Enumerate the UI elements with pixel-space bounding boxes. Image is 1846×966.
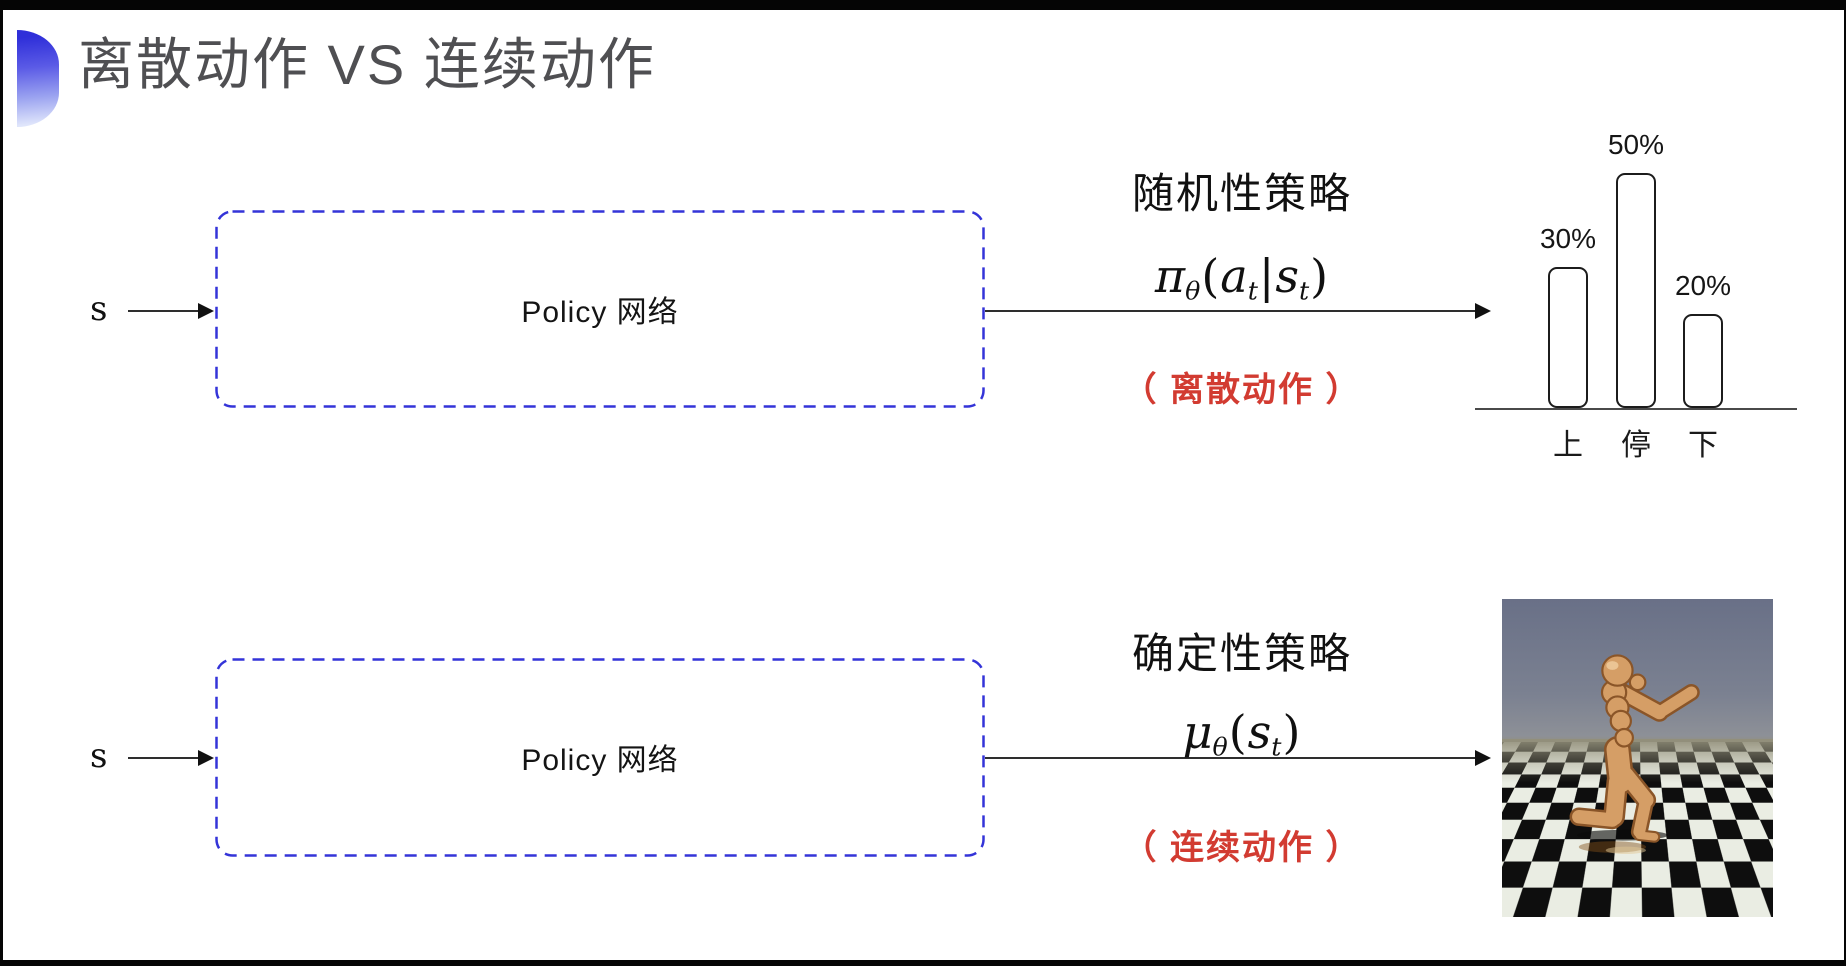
continuous-action-annotation: （ 连续动作 ） — [1122, 829, 1362, 867]
bar-value-label: 50% — [1607, 129, 1665, 160]
deterministic-policy-formula: μθ(st) — [1182, 705, 1301, 762]
stochastic-policy-title: 随机性策略 — [1131, 170, 1352, 217]
page-title: 离散动作 VS 连续动作 — [78, 33, 656, 96]
frame-edge-top — [0, 0, 1846, 10]
category-label-down: 下 — [1688, 429, 1718, 462]
chart-baseline — [1475, 408, 1797, 410]
policy-network-box-top: Policy 网络 — [215, 210, 985, 408]
policy-network-box-bottom: Policy 网络 — [215, 658, 985, 857]
policy-box-label-top: Policy 网络 — [521, 296, 679, 329]
bar-group-up: 30% — [1540, 100, 1596, 408]
frame-edge-bottom — [0, 960, 1846, 966]
state-input-label-top: s — [90, 289, 108, 329]
frame-edge-left — [0, 0, 3, 966]
bar-up — [1548, 267, 1588, 408]
action-probability-chart: 30% 50% 20% 上 停 下 — [1475, 100, 1797, 462]
bar-down — [1683, 314, 1723, 408]
category-label-up: 上 — [1553, 429, 1583, 462]
bar-stop — [1616, 173, 1656, 408]
bar-value-label: 30% — [1539, 223, 1597, 254]
bar-value-label: 20% — [1674, 270, 1732, 301]
arrow-input-bottom — [128, 750, 214, 766]
arrow-output-top — [985, 303, 1491, 319]
state-input-label-bottom: s — [90, 736, 108, 776]
arrow-output-bottom — [985, 750, 1491, 766]
category-label-stop: 停 — [1621, 429, 1651, 462]
title-accent-icon — [17, 30, 59, 127]
discrete-action-annotation: （ 离散动作 ） — [1122, 371, 1362, 409]
dashed-border — [215, 658, 985, 857]
frame-edge-right — [1844, 0, 1846, 966]
humanoid-simulation-image — [1502, 599, 1773, 917]
stochastic-policy-block: 随机性策略 πθ(at|st) — [1062, 160, 1422, 306]
deterministic-policy-block: 确定性策略 μθ(st) — [1062, 620, 1422, 762]
arrow-input-top — [128, 303, 214, 319]
dashed-border — [215, 210, 985, 408]
bar-group-down: 20% — [1675, 100, 1731, 408]
policy-box-label-bottom: Policy 网络 — [521, 744, 679, 777]
humanoid-figure — [1569, 654, 1700, 855]
stochastic-policy-formula: πθ(at|st) — [1154, 249, 1329, 306]
deterministic-policy-title: 确定性策略 — [1131, 630, 1352, 677]
bar-group-stop: 50% — [1608, 100, 1664, 408]
